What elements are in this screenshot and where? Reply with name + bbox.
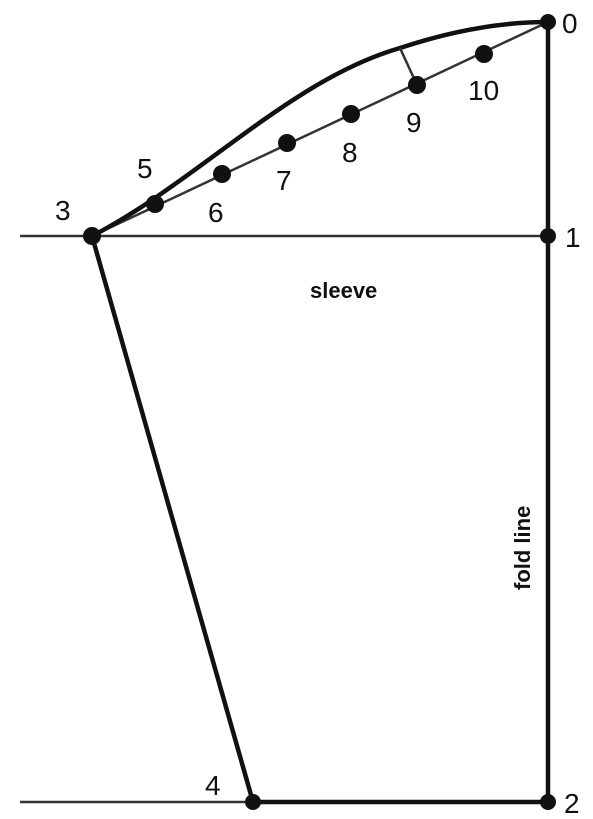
sleeve-head-curve [89, 19, 551, 239]
label-fold-line: fold line [510, 506, 535, 590]
point-9 [408, 76, 426, 94]
label-sleeve: sleeve [310, 278, 377, 303]
label-point-6: 6 [208, 197, 224, 228]
label-point-0: 0 [562, 8, 578, 39]
label-point-7: 7 [276, 165, 292, 196]
label-point-5: 5 [137, 153, 153, 184]
point-10 [475, 45, 493, 63]
label-point-9: 9 [406, 107, 422, 138]
point-2 [540, 794, 556, 810]
sleeve-seam-3-4 [89, 233, 256, 805]
label-point-2: 2 [564, 788, 580, 819]
label-point-1: 1 [565, 222, 581, 253]
point-5 [146, 195, 164, 213]
point-0 [540, 14, 556, 30]
label-point-8: 8 [342, 137, 358, 168]
label-point-10: 10 [468, 75, 499, 106]
point-3 [83, 227, 101, 245]
point-7 [278, 134, 296, 152]
point-4 [245, 794, 261, 810]
point-1 [540, 228, 556, 244]
construction-line-3-0 [91, 20, 549, 238]
point-8 [342, 105, 360, 123]
label-point-4: 4 [205, 770, 221, 801]
label-point-3: 3 [55, 195, 71, 226]
point-6 [213, 165, 231, 183]
